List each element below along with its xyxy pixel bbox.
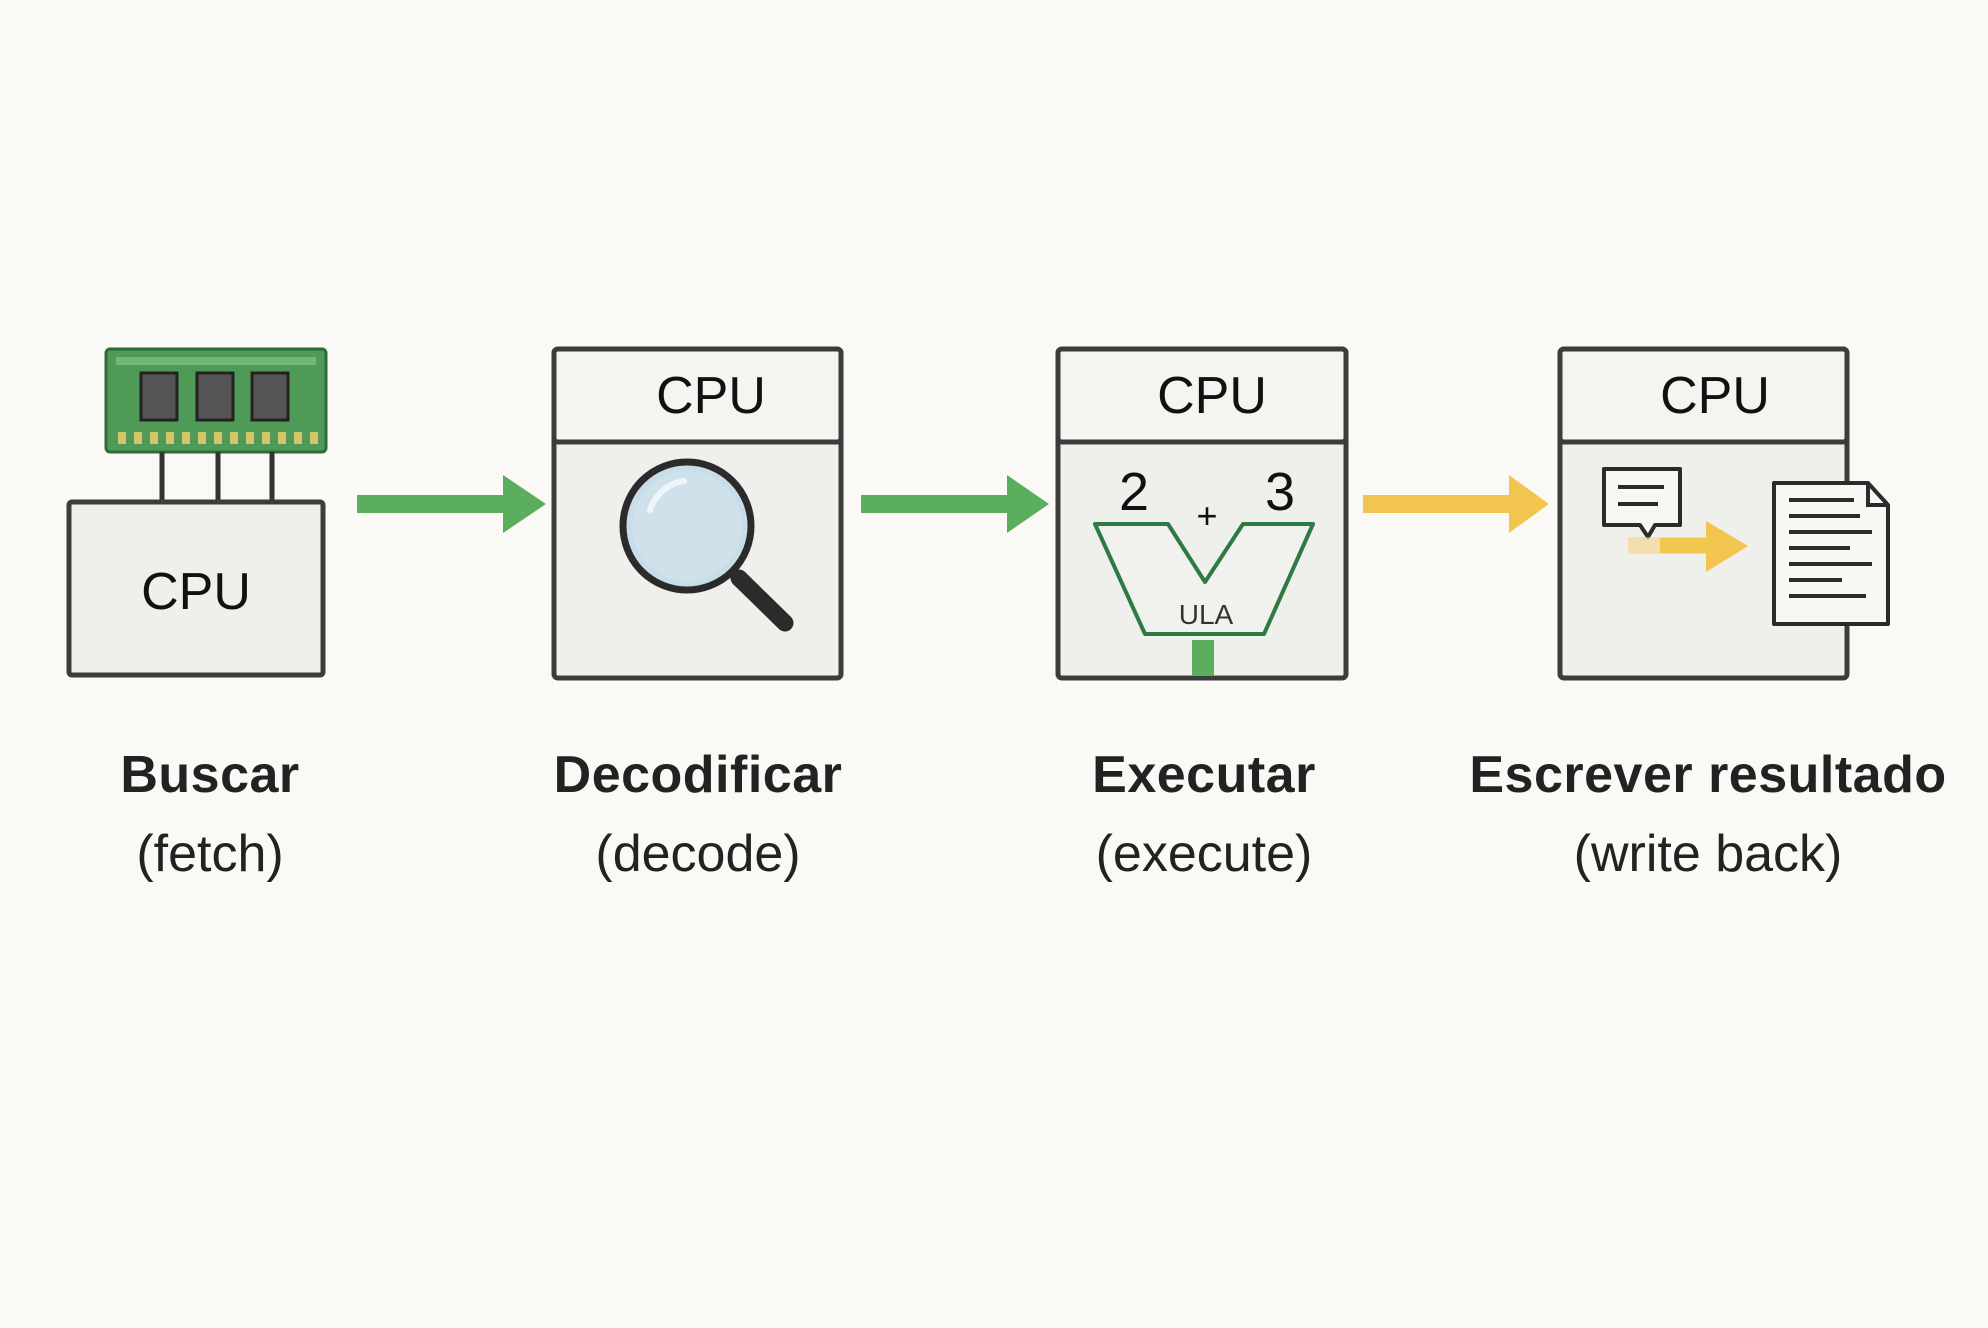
cpu-box-fetch: CPU — [66, 499, 326, 678]
cpu-label: CPU — [1157, 367, 1267, 425]
arrow-3 — [1363, 475, 1549, 533]
operand-b: 3 — [1265, 462, 1295, 522]
write-back-icon — [1602, 467, 1890, 626]
stage-subtitle: (execute) — [1095, 825, 1313, 884]
stage-caption-execute: Executar (execute) — [994, 746, 1414, 884]
stage-caption-fetch: Buscar (fetch) — [0, 746, 420, 884]
stage-title: Decodificar — [553, 746, 843, 804]
magnifier-icon — [619, 458, 794, 632]
cpu-box-execute: CPU 2 + 3 ULA — [1055, 346, 1349, 681]
arrow-1 — [357, 475, 546, 533]
operand-a: 2 — [1119, 462, 1149, 522]
arrow-2 — [861, 475, 1049, 533]
cpu-label: CPU — [656, 367, 766, 425]
alu-icon: 2 + 3 ULA — [1093, 462, 1315, 676]
stage-title: Executar — [1092, 746, 1316, 804]
cpu-label: CPU — [141, 563, 251, 621]
stage-caption-decode: Decodificar (decode) — [488, 746, 908, 884]
cpu-box-decode: CPU — [551, 346, 844, 681]
alu-label: ULA — [1179, 599, 1234, 630]
stage-subtitle: (write back) — [1573, 825, 1843, 884]
stage-title: Escrever resultado — [1469, 746, 1947, 804]
ram-module-icon — [104, 347, 328, 502]
cpu-label: CPU — [1660, 367, 1770, 425]
stage-subtitle: (decode) — [595, 825, 801, 884]
operator: + — [1196, 495, 1217, 536]
stage-subtitle: (fetch) — [136, 825, 284, 884]
stage-title: Buscar — [120, 746, 300, 804]
cpu-box-write-back: CPU — [1557, 346, 1890, 681]
stage-caption-write-back: Escrever resultado (write back) — [1448, 746, 1968, 884]
